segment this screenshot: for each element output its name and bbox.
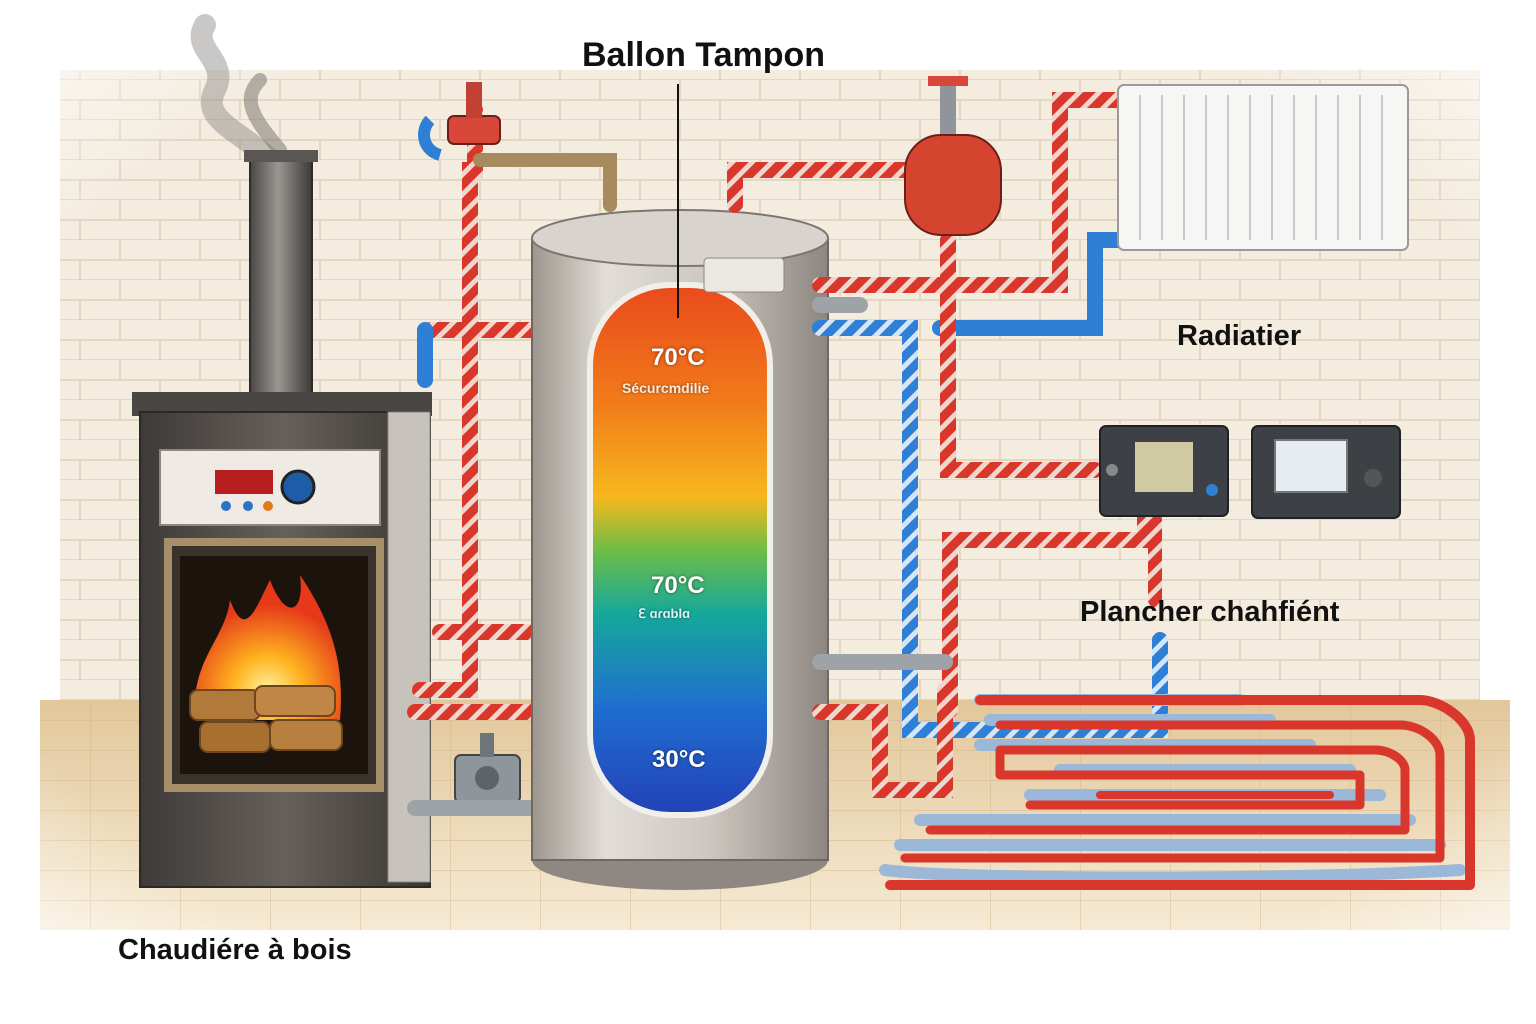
tank-mid-sublabel: ℇ ɑɾɑblɑ xyxy=(638,606,691,621)
tank-bottom-temp: 30°C xyxy=(652,746,706,773)
expansion-vessel-icon xyxy=(904,76,1002,236)
fire-icon xyxy=(194,575,341,720)
radiator xyxy=(1117,84,1409,251)
valve-icon xyxy=(418,82,501,161)
boiler-label: Chaudiére à bois xyxy=(118,934,352,966)
controller-icon xyxy=(1099,425,1229,517)
tank-top-sublabel: Sécurcmdilie xyxy=(622,380,710,396)
gauge-icon xyxy=(280,469,316,505)
floor-heating-label: Plancher chahfiént xyxy=(1080,596,1340,628)
title-label: Ballon Tampon xyxy=(582,36,826,74)
underfloor-coils xyxy=(879,694,1475,890)
radiator-label: Radiatier xyxy=(1177,320,1302,352)
tank-top-temp: 70°C xyxy=(651,344,705,371)
tank-mid-temp: 70°C xyxy=(651,572,705,599)
gauge-panel xyxy=(1251,425,1401,519)
buffer-tank xyxy=(531,209,829,890)
chimney-icon xyxy=(190,14,318,396)
wood-logs-icon xyxy=(189,685,343,753)
wood-boiler xyxy=(132,392,432,888)
